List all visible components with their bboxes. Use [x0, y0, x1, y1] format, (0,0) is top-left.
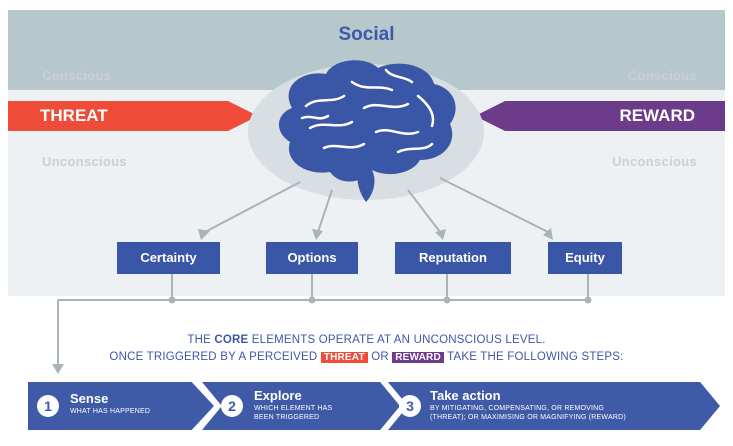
page-title: Social [338, 24, 395, 45]
step-2-number: 2 [221, 395, 243, 417]
element-equity: Equity [548, 242, 622, 274]
note-text: OR [367, 351, 393, 363]
reward-banner: REWARD [475, 101, 725, 131]
note-text: ELEMENTS OPERATE AT AN UNCONSCIOUS LEVEL… [248, 334, 546, 346]
conscious-left-label: Conscious [42, 68, 112, 83]
steps-bar: 1 Sense WHAT HAS HAPPENED 2 Explore WHIC… [28, 382, 720, 430]
threat-banner: THREAT [8, 101, 258, 131]
note-text: THE [187, 334, 215, 346]
unconscious-right-label: Unconscious [612, 154, 697, 169]
note-text: TAKE THE FOLLOWING STEPS: [443, 351, 624, 363]
step-2-subtitle-2: BEEN TRIGGERED [254, 414, 320, 421]
brain-icon [278, 60, 456, 202]
note-core: CORE [214, 334, 249, 346]
step-3-subtitle-1: BY MITIGATING, COMPENSATING, OR REMOVING [430, 405, 605, 412]
step-3-number: 3 [399, 395, 421, 417]
step-2-title: Explore [254, 388, 302, 403]
step-1-chevron [28, 382, 214, 430]
step-3-subtitle-2: (THREAT); OR MAXIMISING OR MAGNIFYING (R… [430, 414, 626, 421]
threat-tag: THREAT [320, 352, 368, 363]
element-certainty: Certainty [117, 242, 220, 274]
note-line-1: THE CORE ELEMENTS OPERATE AT AN UNCONSCI… [0, 334, 733, 346]
step-2-subtitle-1: WHICH ELEMENT HAS [254, 405, 333, 412]
step-1-title: Sense [70, 391, 109, 406]
note-text: ONCE TRIGGERED BY A PERCEIVED [109, 351, 321, 363]
element-options: Options [266, 242, 358, 274]
note-line-2: ONCE TRIGGERED BY A PERCEIVED THREAT OR … [0, 351, 733, 363]
step-1-number: 1 [37, 395, 59, 417]
step-3-title: Take action [430, 388, 501, 403]
step-3-chevron [388, 382, 720, 430]
conscious-right-label: Conscious [627, 68, 697, 83]
element-reputation: Reputation [395, 242, 511, 274]
unconscious-left-label: Unconscious [42, 154, 127, 169]
step-1-subtitle: WHAT HAS HAPPENED [70, 408, 151, 415]
reward-tag: REWARD [392, 352, 444, 363]
